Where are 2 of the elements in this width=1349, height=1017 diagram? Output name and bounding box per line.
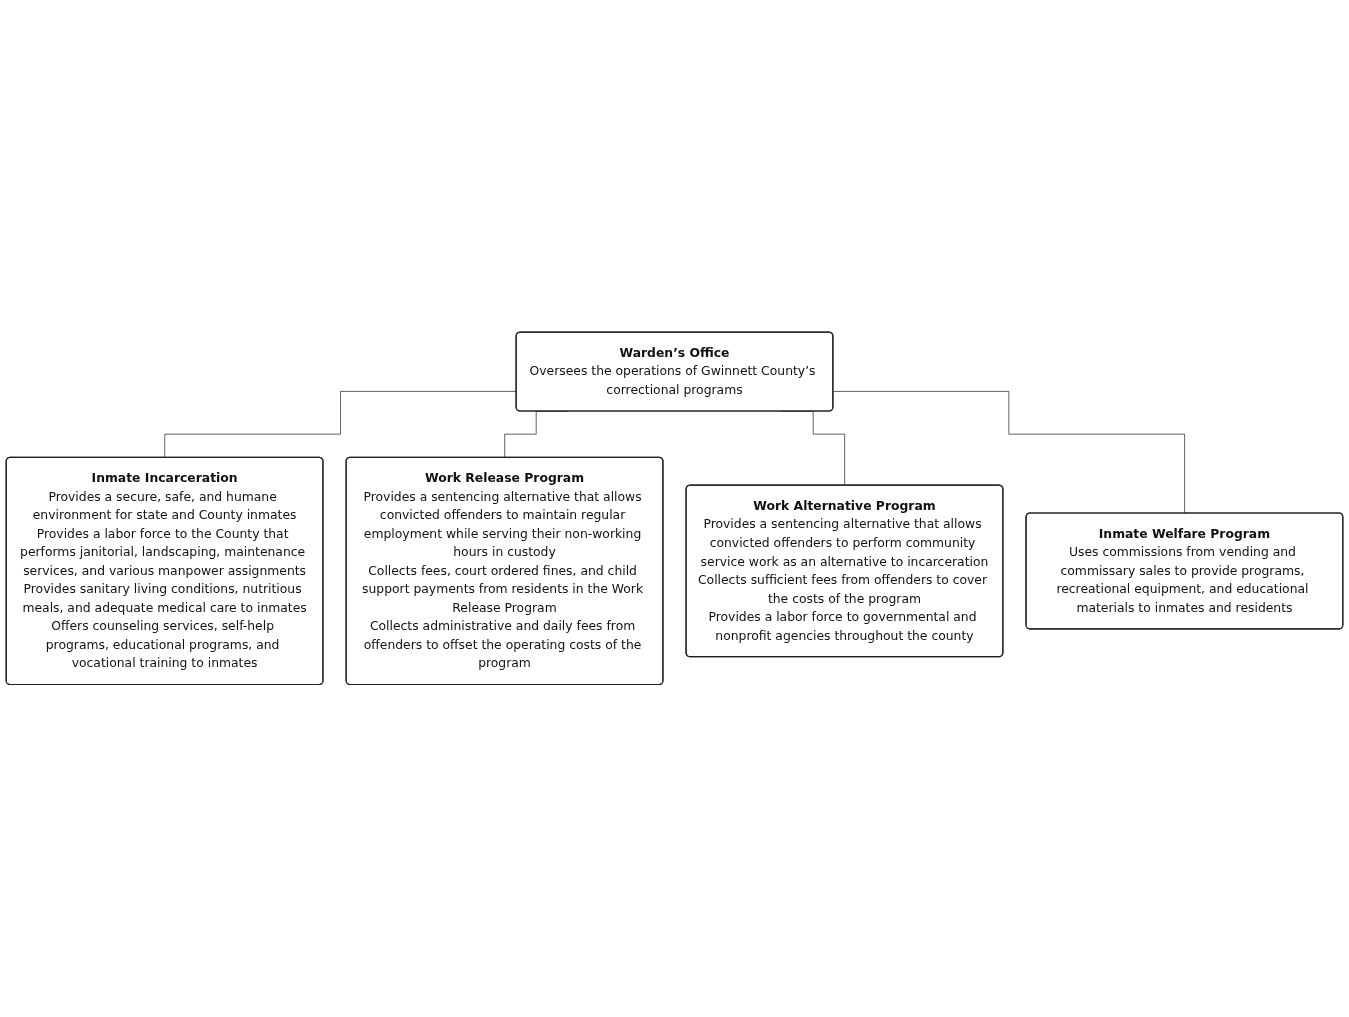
connector xyxy=(164,391,517,459)
connector xyxy=(832,391,1186,514)
